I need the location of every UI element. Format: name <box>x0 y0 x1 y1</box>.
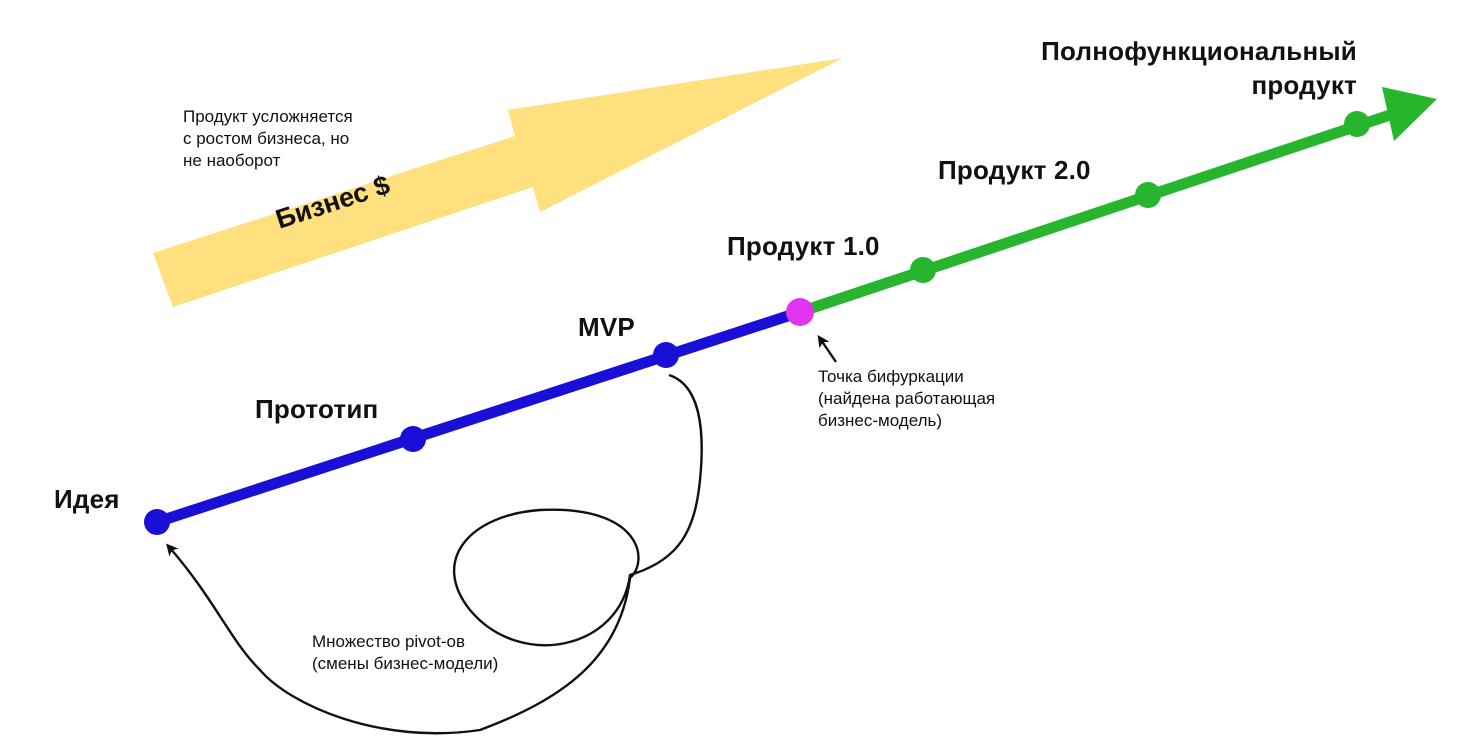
pivot-loop-curve <box>166 373 703 735</box>
business-note-line-2: с ростом бизнеса, но <box>183 129 350 148</box>
stage-label-idea: Идея <box>54 484 120 514</box>
business-growth-arrow <box>153 58 843 307</box>
pivots-note: Множество pivot-ов (смены бизнес-модели) <box>312 631 498 675</box>
stage-label-product-1: Продукт 1.0 <box>727 231 880 261</box>
full-product-line-1: Полнофункциональный <box>1041 36 1357 66</box>
pivots-note-line-1: Множество pivot-ов <box>312 632 465 651</box>
point-full-product <box>1344 111 1370 137</box>
full-product-line-2: продукт <box>1251 70 1357 100</box>
bifurcation-note-line-3: бизнес-модель) <box>818 411 943 430</box>
stage-label-full-product: Полнофункциональный продукт <box>1003 34 1357 102</box>
bifurcation-pointer <box>817 335 837 363</box>
point-product-1 <box>910 257 936 283</box>
business-note-line-1: Продукт усложняется <box>183 107 353 126</box>
point-idea <box>144 509 170 535</box>
stage-label-product-2: Продукт 2.0 <box>938 155 1091 185</box>
stage-label-mvp: MVP <box>578 312 635 342</box>
point-mvp <box>653 342 679 368</box>
stage-label-prototype: Прототип <box>255 394 379 424</box>
early-stage-line <box>151 306 806 528</box>
bifurcation-note-line-2: (найдена работающая <box>818 389 996 408</box>
growth-stage-line <box>794 109 1396 318</box>
bifurcation-note: Точка бифуркации (найдена работающая биз… <box>818 366 995 432</box>
bifurcation-note-line-1: Точка бифуркации <box>818 367 964 386</box>
growth-arrowhead-icon <box>1382 87 1437 141</box>
point-prototype <box>400 426 426 452</box>
point-bifurcation <box>786 298 814 326</box>
point-product-2 <box>1135 182 1161 208</box>
business-note: Продукт усложняется с ростом бизнеса, но… <box>183 106 353 172</box>
business-note-line-3: не наоборот <box>183 151 281 170</box>
pivots-note-line-2: (смены бизнес-модели) <box>312 654 499 673</box>
